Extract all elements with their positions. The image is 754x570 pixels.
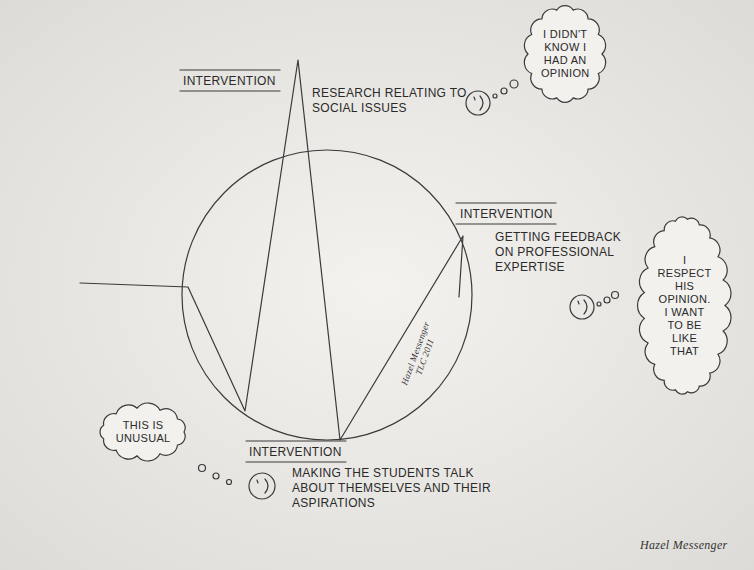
intervention-heading: INTERVENTION xyxy=(249,445,359,460)
heading-rule xyxy=(246,440,346,441)
cycle-circle xyxy=(182,150,472,440)
smiley-face xyxy=(466,91,490,115)
cloud-outline xyxy=(638,217,731,394)
thought-cloud: I RESPECT HIS OPINION. I WANT TO BE LIKE… xyxy=(638,213,731,398)
intervention-heading: INTERVENTION xyxy=(183,74,293,89)
thought-cloud: THIS IS UNUSUAL xyxy=(96,402,190,462)
heading-rule xyxy=(180,90,280,91)
thought-text: I DIDN'T KNOW I HAD AN OPINION xyxy=(541,28,590,80)
intervention-note: RESEARCH RELATING TO SOCIAL ISSUES xyxy=(312,86,490,116)
thought-dots xyxy=(493,80,518,98)
thought-text: I RESPECT HIS OPINION. I WANT TO BE LIKE… xyxy=(658,254,712,358)
heading-rule xyxy=(180,69,280,70)
signature: Hazel Messenger xyxy=(640,538,745,553)
progress-zigzag xyxy=(80,60,463,440)
heading-rule xyxy=(456,202,556,203)
thought-text: THIS IS UNUSUAL xyxy=(116,419,171,445)
cloud-outline xyxy=(524,6,605,103)
heading-rule xyxy=(246,461,346,462)
intervention-note: GETTING FEEDBACK ON PROFESSIONAL EXPERTI… xyxy=(495,230,623,275)
cloud-outline xyxy=(100,403,185,461)
intervention-heading: INTERVENTION xyxy=(460,207,570,222)
smiley-face xyxy=(570,295,594,319)
intervention-note: MAKING THE STUDENTS TALK ABOUT THEMSELVE… xyxy=(292,466,497,511)
heading-rule xyxy=(456,223,556,224)
thought-dots xyxy=(597,292,619,307)
smiley-face xyxy=(249,473,275,499)
thought-cloud: I DIDN'T KNOW I HAD AN OPINION xyxy=(522,3,608,105)
thought-dots xyxy=(199,465,232,485)
